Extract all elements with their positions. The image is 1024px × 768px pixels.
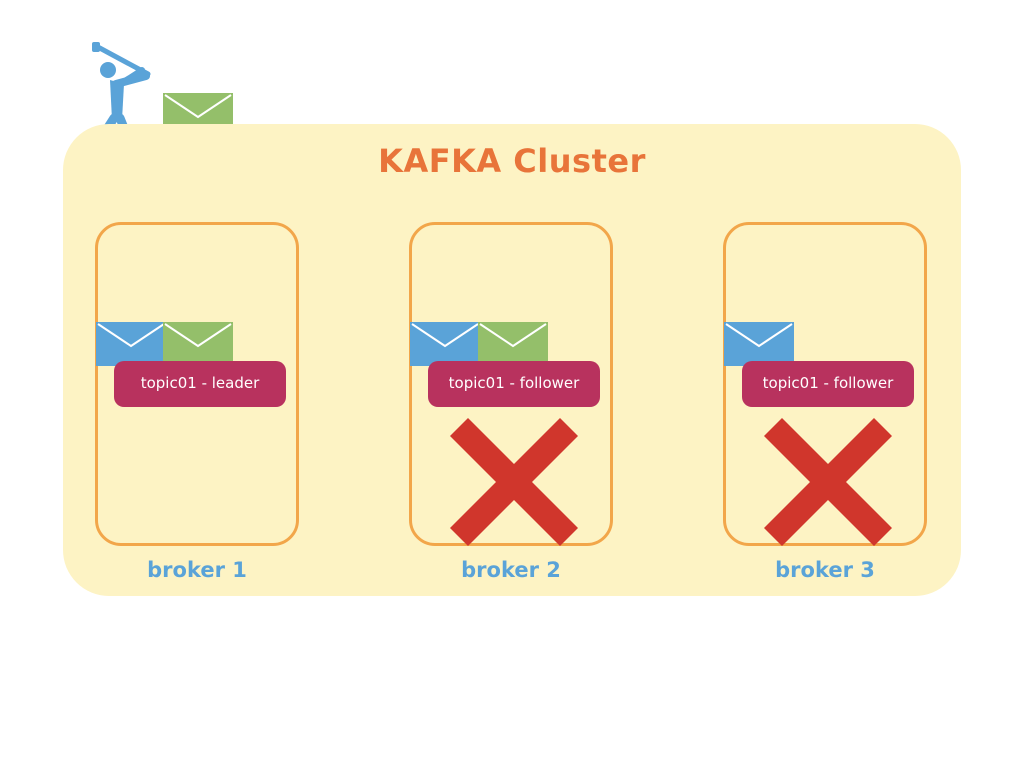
topic-leader-pill: topic01 - leader bbox=[114, 361, 286, 407]
blue-envelope-icon bbox=[410, 322, 480, 366]
green-envelope-icon bbox=[163, 322, 233, 366]
broker-1-box bbox=[95, 222, 299, 546]
broker-2-box bbox=[409, 222, 613, 546]
topic-follower-pill: topic01 - follower bbox=[428, 361, 600, 407]
green-envelope-icon bbox=[478, 322, 548, 366]
cluster-title: KAFKA Cluster bbox=[378, 142, 646, 180]
broker-2-label: broker 2 bbox=[461, 558, 561, 582]
topic-follower-pill: topic01 - follower bbox=[742, 361, 914, 407]
blue-envelope-icon bbox=[96, 322, 166, 366]
blue-envelope-icon bbox=[724, 322, 794, 366]
broker-3-label: broker 3 bbox=[775, 558, 875, 582]
broker-3-box bbox=[723, 222, 927, 546]
failure-cross-icon bbox=[450, 418, 578, 546]
broker-1-label: broker 1 bbox=[147, 558, 247, 582]
failure-cross-icon bbox=[764, 418, 892, 546]
